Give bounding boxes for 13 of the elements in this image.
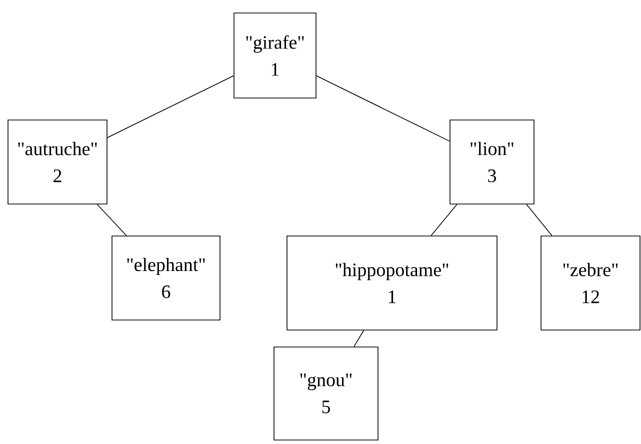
tree-node-box: "autruche" 2 [8,120,108,204]
tree-edge [354,330,364,347]
tree-edge [107,75,234,138]
tree-node-box: "elephant" 6 [112,236,220,320]
tree-edge [316,75,450,142]
tree-edge [96,204,127,236]
tree-edge [430,204,458,236]
tree-node-box: "lion" 3 [450,120,534,204]
tree-node-box: "girafe" 1 [234,12,316,98]
tree-node-box: "hippopotame" 1 [286,236,498,330]
tree-node-box: "zebre" 12 [540,236,640,330]
tree-edge [526,204,552,236]
tree-node-box: "gnou" 5 [274,346,378,440]
